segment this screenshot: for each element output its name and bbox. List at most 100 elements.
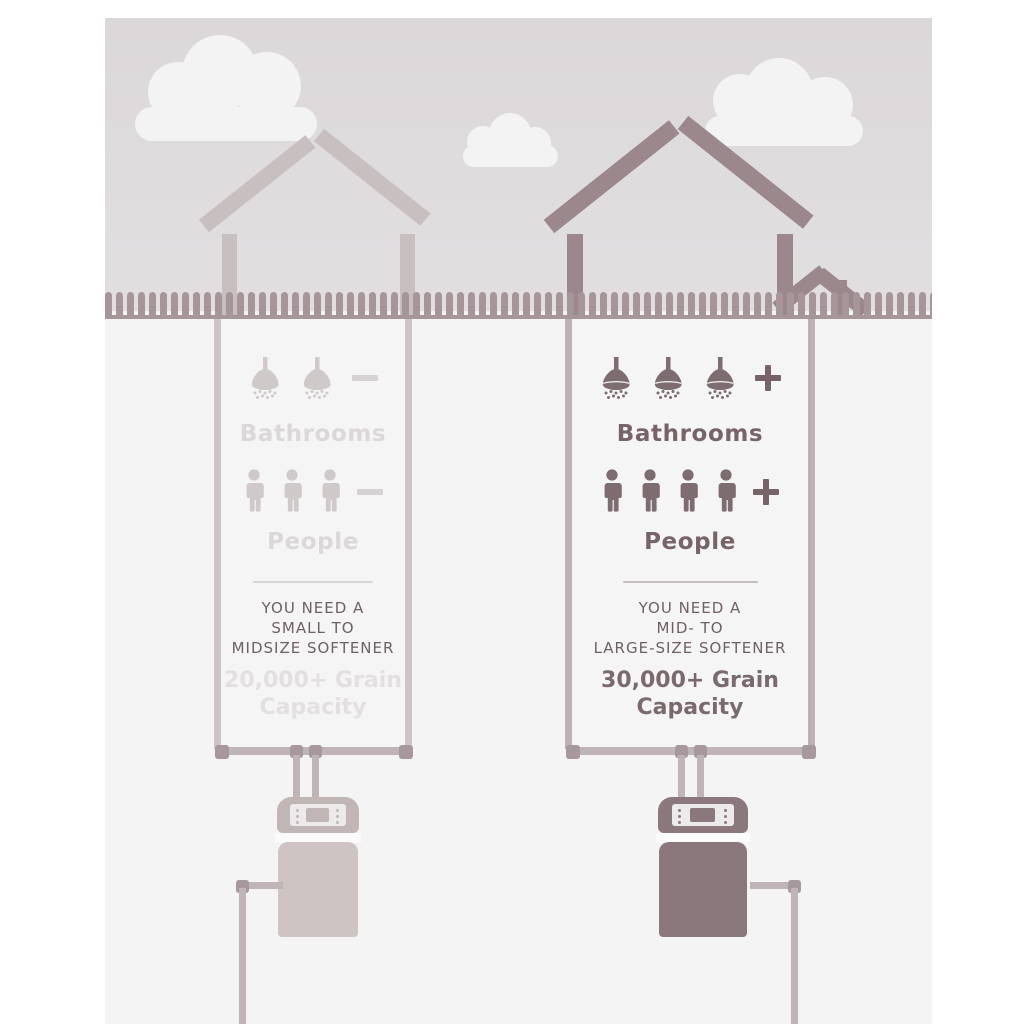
softener-indicator-dot xyxy=(336,821,339,824)
grass-blade xyxy=(380,292,387,318)
panel-large-home: Bathrooms xyxy=(565,319,815,749)
shower-head-icon xyxy=(649,357,687,407)
person-icon xyxy=(675,469,701,517)
grass-blade xyxy=(226,292,233,318)
softener-indicator-dot xyxy=(678,815,681,818)
grass-blade xyxy=(325,292,332,318)
grass-blade xyxy=(886,292,893,318)
grass-blade xyxy=(490,292,497,318)
inlet-header-pipe xyxy=(568,747,812,755)
grass-blade xyxy=(776,292,783,318)
grass-blade xyxy=(435,292,442,318)
grass-blade xyxy=(138,292,145,318)
pipe-elbow-drop-a xyxy=(675,745,688,758)
grass-blade xyxy=(864,292,871,318)
person-icon xyxy=(713,469,739,517)
grass-blade xyxy=(688,292,695,318)
infographic-canvas: Bathrooms xyxy=(105,18,932,1024)
grass-blade xyxy=(215,292,222,318)
softener-collar xyxy=(275,833,361,843)
grass-blade xyxy=(787,292,794,318)
grass-blade xyxy=(853,292,860,318)
cloud-large-left-icon xyxy=(135,35,325,145)
bathrooms-icon-row xyxy=(565,357,815,403)
grass-blade xyxy=(545,292,552,318)
person-icon xyxy=(599,469,625,517)
grass-blade xyxy=(809,292,816,318)
grass-blade xyxy=(358,292,365,318)
grass-blade xyxy=(897,292,904,318)
grass-blade xyxy=(270,292,277,318)
grass-blade xyxy=(930,292,932,318)
pipe-elbow-right xyxy=(399,745,413,759)
grass-blade xyxy=(567,292,574,318)
softener-indicator-dot xyxy=(724,809,727,812)
panel-divider xyxy=(622,581,758,583)
cloud-small-center-icon xyxy=(463,113,563,167)
grass-blade xyxy=(182,292,189,318)
grass-blade xyxy=(446,292,453,318)
grass-blade xyxy=(237,292,244,318)
grass-blade xyxy=(875,292,882,318)
person-icon xyxy=(317,469,343,517)
recommendation-line-3: LARGE-SIZE SOFTENER xyxy=(593,638,787,657)
softener-tank xyxy=(278,842,358,937)
capacity-line-1: 20,000+ Grain xyxy=(224,667,402,693)
recommendation-line-2: SMALL TO xyxy=(271,618,355,637)
capacity-line-2: Capacity xyxy=(259,695,367,721)
recommendation-line-3: MIDSIZE SOFTENER xyxy=(231,638,395,657)
softener-display xyxy=(690,808,715,822)
panel-wall-right xyxy=(405,319,412,749)
panel-wall-right xyxy=(808,319,815,749)
bypass-pipe-left-vertical xyxy=(239,888,246,1024)
grass-blade xyxy=(512,292,519,318)
grass-blade xyxy=(820,292,827,318)
capacity-line-1: 30,000+ Grain xyxy=(601,667,779,693)
capacity-text: 20,000+ Grain Capacity xyxy=(214,667,412,722)
grass-blade xyxy=(732,292,739,318)
bypass-pipe-right-vertical xyxy=(791,888,798,1024)
shower-head-icon xyxy=(298,357,336,407)
grass-blade xyxy=(413,292,420,318)
grass-blade xyxy=(479,292,486,318)
softener-tank xyxy=(659,842,747,937)
shower-head-icon xyxy=(597,357,635,407)
grass-blade xyxy=(193,292,200,318)
bypass-pipe-left-horizontal xyxy=(238,882,283,889)
grass-blade xyxy=(336,292,343,318)
ground-line xyxy=(105,315,932,319)
grass-blade xyxy=(765,292,772,318)
recommendation-line-1: YOU NEED A xyxy=(638,599,742,617)
minus-sign-people-icon xyxy=(355,477,385,507)
grass-blade xyxy=(105,292,112,318)
grass-blade xyxy=(699,292,706,318)
softener-collar xyxy=(656,833,750,843)
grass-blade xyxy=(391,292,398,318)
pipe-elbow-drop-b xyxy=(694,745,707,758)
minus-sign-bathrooms-icon xyxy=(350,363,380,393)
softener-indicator-dot xyxy=(678,821,681,824)
grass-blade xyxy=(424,292,431,318)
grass-blade xyxy=(842,292,849,318)
bathrooms-label: Bathrooms xyxy=(616,421,764,447)
plus-sign-people-icon xyxy=(751,477,781,507)
people-label: People xyxy=(644,529,736,555)
grass-blade xyxy=(919,292,926,318)
pipe-elbow-drop-a xyxy=(290,745,303,758)
recommendation-text: YOU NEED A SMALL TO MIDSIZE SOFTENER xyxy=(214,599,412,659)
softener-indicator-dot xyxy=(724,815,727,818)
water-softener-unit-large xyxy=(653,797,753,937)
grass-line xyxy=(105,292,932,318)
grass-blade xyxy=(600,292,607,318)
shower-head-icon xyxy=(701,357,739,407)
softener-indicator-dot xyxy=(678,809,681,812)
grass-blade xyxy=(611,292,618,318)
grass-blade xyxy=(204,292,211,318)
grass-blade xyxy=(116,292,123,318)
grass-blade xyxy=(501,292,508,318)
pipe-elbow-right xyxy=(802,745,816,759)
grass-blade xyxy=(369,292,376,318)
inlet-drop-pipe xyxy=(293,755,300,800)
outlet-drop-pipe xyxy=(312,755,319,800)
